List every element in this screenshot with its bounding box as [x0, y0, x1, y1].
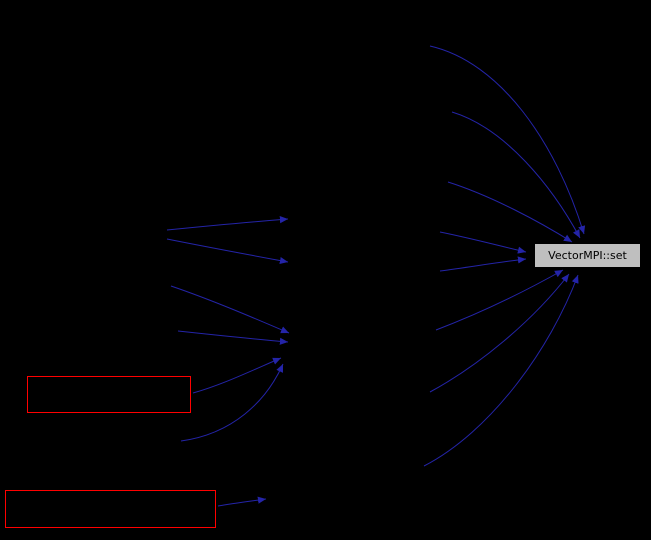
truncated-node-1[interactable] — [27, 376, 191, 413]
truncated-node-2[interactable] — [5, 490, 216, 528]
call-edge — [192, 357, 282, 394]
node-vectormpi-set: VectorMPI::set — [534, 243, 641, 268]
call-edge — [423, 274, 579, 467]
call-edge — [429, 45, 586, 235]
call-edge — [439, 256, 527, 272]
call-edge — [451, 111, 581, 239]
call-edge — [435, 269, 564, 331]
call-edge — [170, 285, 290, 334]
call-edge — [429, 273, 570, 393]
call-edge — [447, 181, 573, 243]
call-edge — [166, 238, 289, 265]
call-edge — [177, 330, 289, 345]
call-edge — [217, 496, 267, 507]
call-edge — [166, 216, 289, 231]
call-edge — [180, 363, 284, 442]
call-edge — [439, 231, 527, 254]
